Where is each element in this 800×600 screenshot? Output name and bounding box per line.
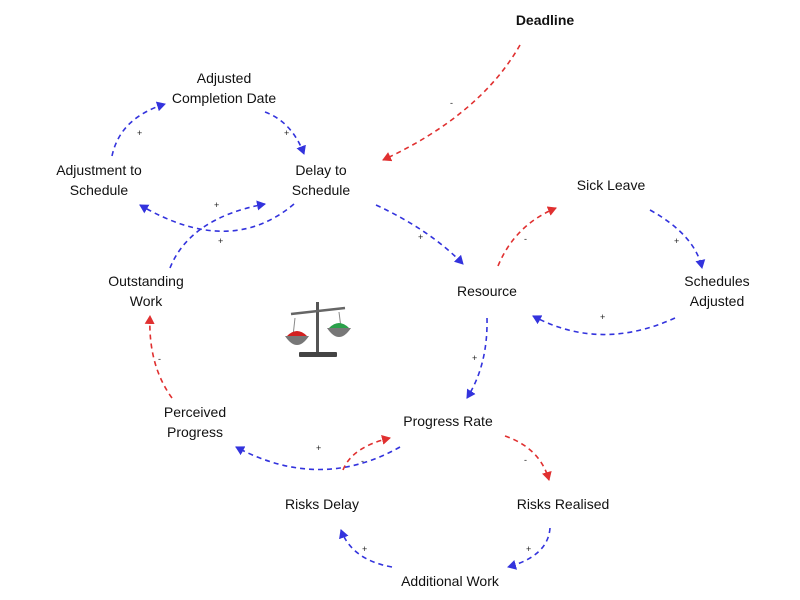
polarity-progress-risksrealised: -: [524, 455, 527, 465]
node-adjustment-to-schedule: Adjustment to Schedule: [56, 162, 142, 198]
link-delay-adjustment: [139, 203, 295, 233]
polarity-delay-resource: +: [418, 232, 424, 242]
node-deadline: Deadline: [515, 12, 575, 28]
polarity-adjustment-adjusted: +: [137, 128, 143, 138]
polarity-deadline-delay: -: [450, 98, 453, 108]
node-additional-work: Additional Work: [401, 573, 499, 589]
node-risks-delay: Risks Delay: [285, 496, 359, 512]
link-resource-sickleave: [497, 206, 557, 267]
link-risksrealised-additional: [507, 527, 551, 570]
node-adjusted-completion-date: Adjusted Completion Date: [171, 70, 277, 106]
link-sickleave-schedules: [649, 209, 706, 269]
polarity-resource-progress: +: [472, 353, 478, 363]
polarity-delay-adjustment: +: [214, 200, 220, 210]
link-progress-risksrealised: [504, 435, 552, 481]
polarity-risksdelay-progress: -: [361, 456, 364, 466]
node-delay-to-schedule: Delay to Schedule: [291, 162, 351, 198]
polarity-sickleave-schedules: +: [674, 236, 680, 246]
node-schedules-adjusted: Schedules Adjusted: [684, 273, 750, 309]
link-progress-perceived: [235, 446, 401, 471]
polarity-perceived-outstanding: -: [158, 354, 161, 364]
polarity-risksrealised-additional: +: [526, 544, 532, 554]
link-schedules-resource: [532, 315, 676, 336]
node-risks-realised: Risks Realised: [516, 496, 610, 512]
link-resource-progress: [466, 317, 488, 399]
polarity-resource-sickleave: -: [524, 234, 527, 244]
polarity-additional-risksdelay: +: [362, 544, 368, 554]
balance-scale-icon: [285, 302, 351, 357]
polarity-outstanding-delay: +: [218, 236, 224, 246]
node-sick-leave: Sick Leave: [576, 177, 646, 193]
link-deadline-delay: [382, 44, 521, 162]
link-adjusted-delay: [264, 111, 306, 155]
node-outstanding-work: Outstanding Work: [108, 273, 184, 309]
link-delay-resource: [375, 204, 464, 265]
link-adjustment-adjusted: [111, 101, 166, 157]
polarity-progress-perceived: +: [316, 443, 322, 453]
node-resource: Resource: [457, 283, 517, 299]
polarity-schedules-resource: +: [600, 312, 606, 322]
node-perceived-progress: Perceived Progress: [163, 404, 227, 440]
polarity-adjusted-delay: +: [284, 128, 290, 138]
link-risksdelay-progress: [342, 434, 391, 471]
node-progress-rate: Progress Rate: [403, 413, 493, 429]
link-outstanding-delay: [169, 200, 266, 269]
